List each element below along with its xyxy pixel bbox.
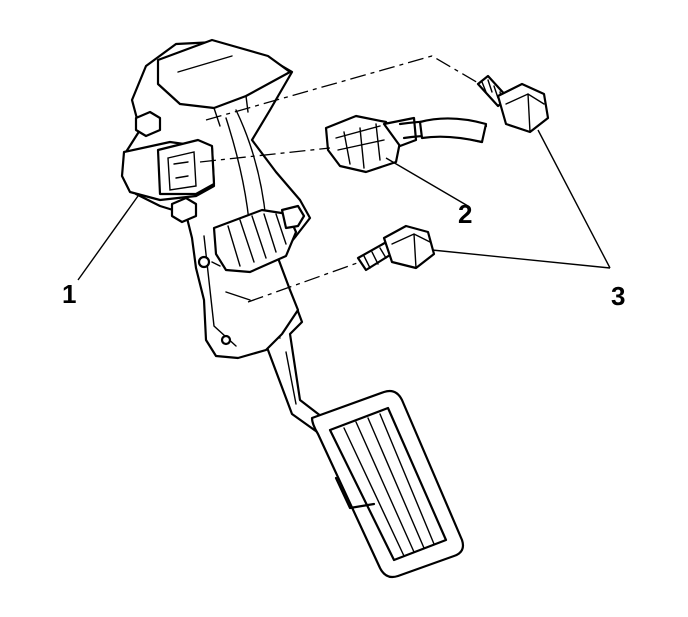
lower-bolt (356, 224, 436, 272)
pedal-pad (310, 389, 465, 579)
callout-3: 3 (611, 281, 626, 311)
electrical-connector (324, 114, 488, 174)
callout-2: 2 (458, 199, 473, 229)
leader-lines (77, 129, 611, 281)
alignment-lines (199, 55, 481, 303)
callout-1: 1 (62, 279, 77, 309)
pedal-housing (120, 38, 312, 360)
upper-bolt (476, 74, 550, 134)
